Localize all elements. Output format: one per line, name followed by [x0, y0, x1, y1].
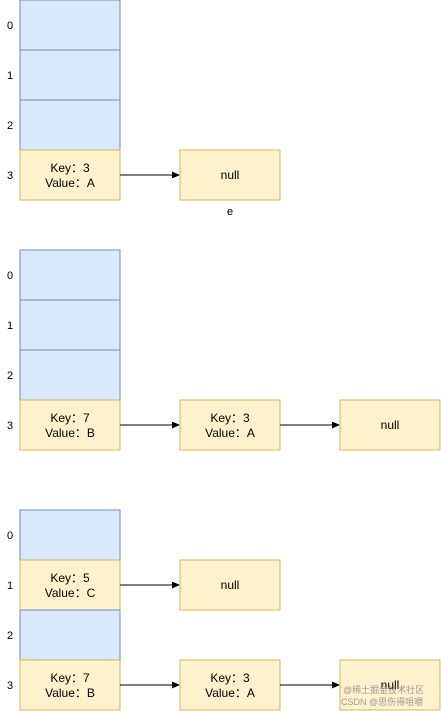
bucket-slot [19, 609, 121, 661]
entry-value-label: Value：C [45, 586, 96, 600]
bucket-entry [19, 149, 121, 201]
bucket-index-label: 2 [7, 370, 13, 382]
watermark: @稀土掘金技术社区 CSDN @思伤得咀嚼 [341, 684, 424, 707]
watermark-line-2: CSDN @思伤得咀嚼 [341, 696, 423, 707]
bucket-index-label: 0 [7, 530, 13, 542]
bucket-index-label: 2 [7, 120, 13, 132]
node-key-label: Key：3 [210, 411, 250, 425]
diagram-1 [19, 0, 281, 201]
bucket-slot [19, 299, 121, 351]
null-node [179, 149, 281, 201]
bucket-index-label: 3 [7, 680, 13, 692]
entry-value-label: Value：A [45, 176, 95, 190]
bucket-slot [19, 0, 121, 51]
bucket-index-label: 1 [7, 580, 13, 592]
null-label: null [381, 418, 400, 432]
entry-key-label: Key：5 [50, 571, 90, 585]
entry-value-label: Value：B [45, 686, 95, 700]
diagram-2 [19, 249, 441, 451]
chain-entry-node [179, 399, 281, 451]
caption-label: e [227, 206, 233, 218]
bucket-slot [19, 349, 121, 401]
bucket-entry [19, 559, 121, 611]
null-node [179, 559, 281, 611]
bucket-slot [19, 509, 121, 561]
diagram-3-labels: 01Key：5Value：C23Key：7Value：BnullKey：3Val… [7, 530, 399, 700]
bucket-index-label: 2 [7, 630, 13, 642]
null-node [339, 659, 441, 711]
bucket-slot [19, 49, 121, 101]
bucket-index-label: 0 [7, 270, 13, 282]
chain-entry-node [179, 659, 281, 711]
node-value-label: Value：A [205, 426, 255, 440]
entry-key-label: Key：7 [50, 671, 90, 685]
diagram-3 [19, 509, 441, 711]
bucket-index-label: 1 [7, 320, 13, 332]
entry-key-label: Key：7 [50, 411, 90, 425]
entry-value-label: Value：B [45, 426, 95, 440]
watermark-line-1: @稀土掘金技术社区 [343, 684, 424, 695]
bucket-slot [19, 99, 121, 151]
null-node [339, 399, 441, 451]
null-label: null [221, 168, 240, 182]
null-label: null [221, 578, 240, 592]
bucket-index-label: 1 [7, 70, 13, 82]
bucket-index-label: 3 [7, 420, 13, 432]
bucket-index-label: 3 [7, 170, 13, 182]
bucket-slot [19, 249, 121, 301]
bucket-index-label: 0 [7, 20, 13, 32]
null-label: null [381, 678, 400, 692]
node-key-label: Key：3 [210, 671, 250, 685]
bucket-entry [19, 659, 121, 711]
entry-key-label: Key：3 [50, 161, 90, 175]
bucket-entry [19, 399, 121, 451]
node-value-label: Value：A [205, 686, 255, 700]
